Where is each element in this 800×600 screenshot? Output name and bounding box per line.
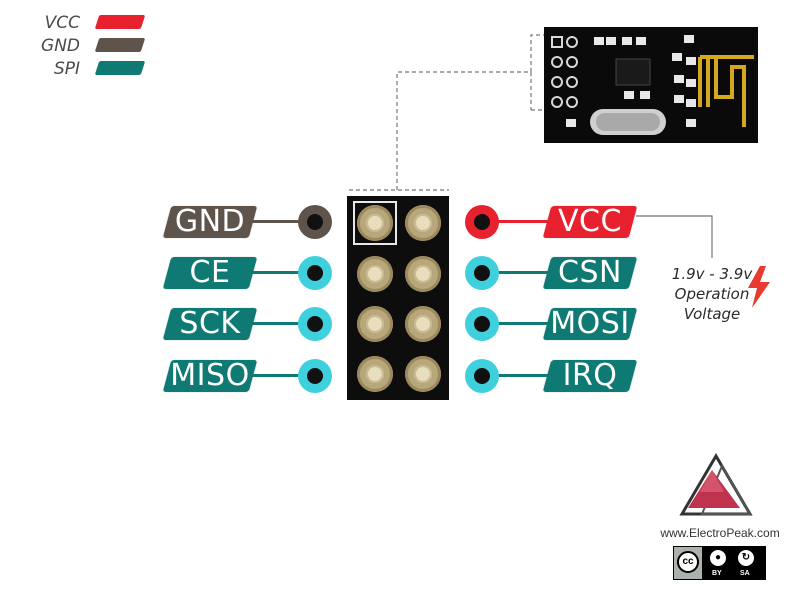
creative-commons-icon: cc ● ↻ BY SA [673, 546, 766, 580]
module-board-icon [544, 27, 758, 143]
voltage-line3: Voltage [683, 305, 741, 323]
wire-vcc [490, 220, 552, 223]
pin-dot-csn [465, 256, 499, 290]
pin-dot-irq [465, 359, 499, 393]
cc-license-strip: ● ↻ BY SA [702, 547, 766, 579]
wire-mosi [490, 322, 552, 325]
cc-sa-icon: ↻ [736, 548, 756, 568]
nrf24l01-module-image [544, 27, 758, 143]
wire-gnd [250, 220, 305, 223]
pin-dot-gnd [298, 205, 332, 239]
legend-label: GND [41, 36, 80, 56]
cc-sa-label: SA [740, 570, 750, 577]
pin1-marker [353, 201, 397, 245]
cc-mark: cc [677, 551, 699, 573]
voltage-range: 1.9v - 3.9v [671, 265, 753, 283]
wire-sck [250, 322, 305, 325]
header-pad [405, 205, 441, 241]
header-pad [357, 205, 393, 241]
voltage-line2: Operation [674, 285, 750, 303]
pin-dot-miso [298, 359, 332, 393]
pin-dot-vcc [465, 205, 499, 239]
pin-dot-ce [298, 256, 332, 290]
header-pad [357, 256, 393, 292]
wire-irq [490, 374, 552, 377]
cc-by-icon: ● [708, 548, 728, 568]
legend-label: SPI [53, 59, 80, 79]
pin-dot-mosi [465, 307, 499, 341]
header-pad [405, 256, 441, 292]
header-pad [405, 356, 441, 392]
header-pad [357, 356, 393, 392]
header-pad [357, 306, 393, 342]
wire-miso [250, 374, 305, 377]
wire-csn [490, 271, 552, 274]
pin-dot-sck [298, 307, 332, 341]
voltage-note: 1.9v - 3.9v Operation Voltage [662, 264, 762, 324]
site-url: www.ElectroPeak.com [660, 526, 780, 540]
cc-by-label: BY [712, 570, 722, 577]
lightning-icon [748, 266, 770, 308]
electropeak-logo-icon [679, 453, 753, 516]
header-pad [405, 306, 441, 342]
legend-label: VCC [44, 13, 80, 33]
wire-ce [250, 271, 305, 274]
